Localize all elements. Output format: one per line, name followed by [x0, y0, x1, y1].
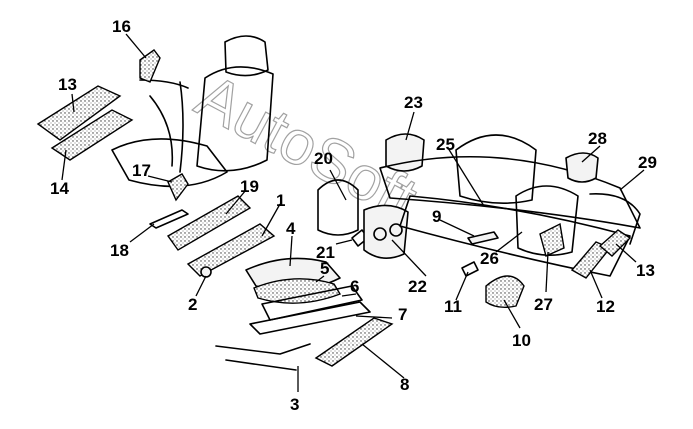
part-7-rail	[249, 301, 371, 335]
part-25-backrest	[455, 134, 537, 204]
callout-8: 8	[400, 375, 409, 394]
callout-27: 27	[534, 295, 553, 314]
part-18-lever	[149, 209, 189, 229]
part-6-frame	[261, 285, 363, 321]
callout-17: 17	[132, 161, 151, 180]
callout-29: 29	[638, 153, 657, 172]
part-20-headrest-frame	[317, 179, 359, 236]
callout-18: 18	[110, 241, 129, 260]
part-29-frame	[589, 193, 641, 245]
part-28-headrest	[565, 152, 599, 183]
callout-15: 14	[50, 179, 69, 198]
part-16-belt-anchor	[139, 49, 161, 83]
part-1-side-panel	[186, 223, 276, 277]
callout-7: 7	[398, 305, 407, 324]
leader-lines	[61, 33, 645, 392]
part-17-buckle	[167, 173, 189, 202]
callout-13: 13	[636, 261, 655, 280]
callout-25: 25	[436, 135, 455, 154]
callout-28: 28	[588, 129, 607, 148]
callout-3: 3	[290, 395, 299, 414]
part-14-side-cover	[36, 85, 122, 141]
callout-4: 4	[286, 219, 296, 238]
part-2-knob	[200, 266, 212, 278]
callout-5: 5	[320, 259, 329, 278]
callout-26: 26	[480, 249, 499, 268]
callout-10: 10	[512, 331, 531, 350]
callout-11: 11	[444, 297, 462, 316]
part-13-side-cover	[598, 229, 632, 257]
callout-16: 16	[112, 17, 131, 36]
callout-14: 13	[58, 75, 77, 94]
callout-1: 1	[276, 191, 285, 210]
callout-2: 2	[188, 295, 197, 314]
callout-6: 6	[350, 277, 359, 296]
callout-19: 19	[240, 177, 259, 196]
part-5-pad	[253, 278, 342, 304]
part-11-clip	[461, 261, 479, 277]
callout-21: 21	[316, 243, 335, 262]
part-8-side-trim	[314, 317, 394, 367]
callout-20: 20	[314, 149, 333, 168]
callout-9: 9	[432, 207, 441, 226]
callout-22: 22	[408, 277, 427, 296]
part-3-slide-bar	[215, 343, 311, 371]
callout-labels: 16 13 14 17 18 19 1 2 4 5 6 7 3 8 20 21 …	[50, 17, 657, 414]
part-26-backrest	[515, 185, 579, 256]
part-27-trim	[539, 222, 565, 257]
callout-23: 23	[404, 93, 423, 112]
part-15-side-cover	[50, 109, 134, 161]
part-9-latch	[467, 231, 499, 245]
part-10-cover	[485, 275, 525, 309]
callout-12: 12	[596, 297, 615, 316]
